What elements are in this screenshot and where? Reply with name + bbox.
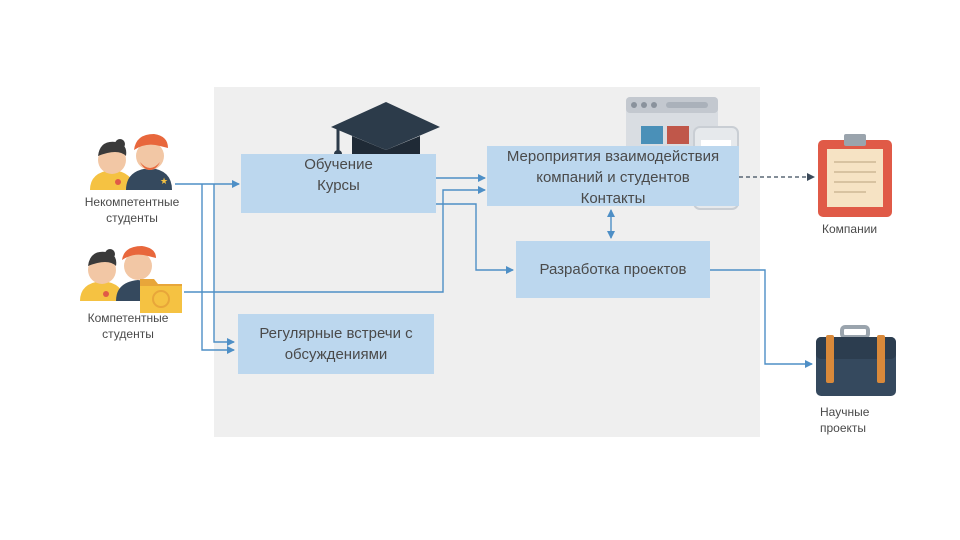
projects-dev-box: Разработка проектов xyxy=(516,241,710,298)
research-projects-label: Научные проекты xyxy=(820,405,870,435)
projects-dev-label: Разработка проектов xyxy=(539,261,687,278)
students-icon xyxy=(80,246,158,301)
competent-students-label: Компетентные студенты xyxy=(87,311,169,341)
folder-icon xyxy=(140,279,182,313)
meetings-label: Регулярные встречи с обсуждениями xyxy=(259,325,413,363)
meetings-box: Регулярные встречи с обсуждениями xyxy=(238,314,434,374)
training-box: Обучение Курсы xyxy=(241,154,436,213)
clipboard-icon xyxy=(818,134,892,217)
events-label: Мероприятия взаимодействия компаний и ст… xyxy=(506,148,720,207)
training-label: Обучение Курсы xyxy=(304,156,373,194)
events-box: Мероприятия взаимодействия компаний и ст… xyxy=(487,146,739,207)
briefcase-icon xyxy=(816,325,896,396)
incompetent-students-label: Некомпетентные студенты xyxy=(84,195,180,225)
companies-label: Компании xyxy=(822,222,878,236)
students-icon: ★ xyxy=(90,134,172,190)
svg-text:★: ★ xyxy=(160,176,168,186)
